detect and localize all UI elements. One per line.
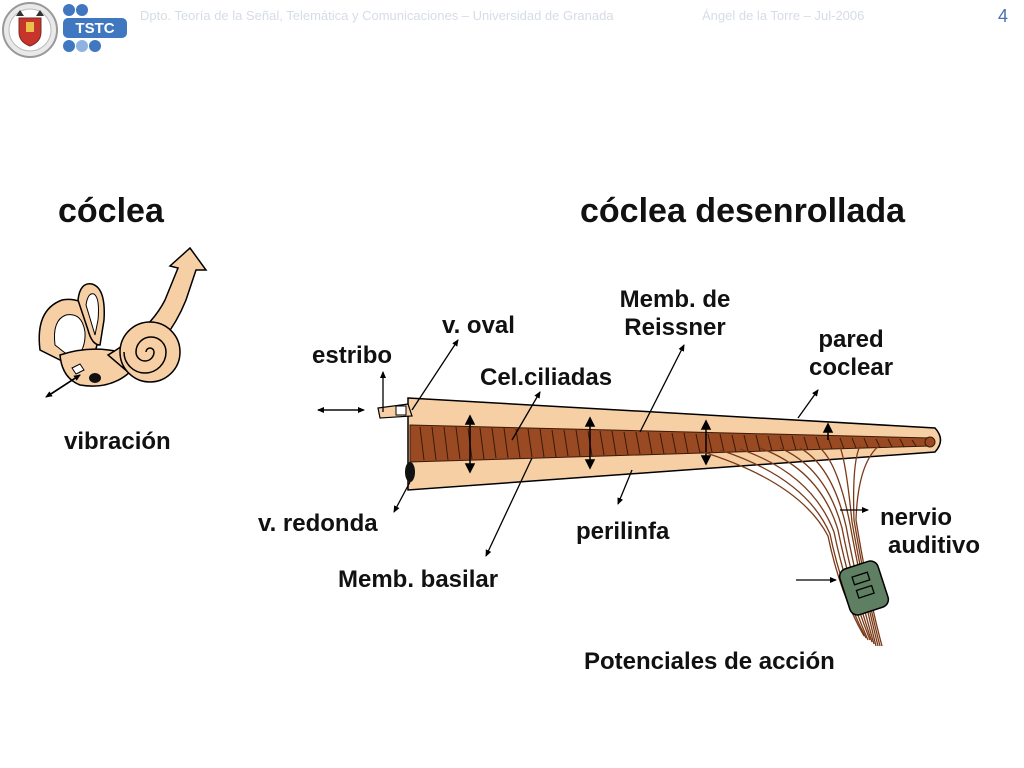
tstc-logo-text: TSTC: [75, 20, 114, 37]
inner-ear-drawing: [38, 246, 208, 398]
cochlea-snail: [119, 321, 181, 383]
label-memb-reissner-line1: Memb. de: [619, 286, 731, 313]
tstc-logo: TSTC: [60, 2, 130, 54]
label-nervio-line2: auditivo: [888, 532, 981, 559]
label-estribo: estribo: [312, 342, 393, 369]
label-v-oval: v. oval: [442, 312, 515, 339]
auditory-nerve: [699, 444, 883, 647]
label-memb-reissner-line2: Reissner: [624, 314, 726, 341]
label-cel-ciliadas: Cel.ciliadas: [480, 364, 613, 391]
label-memb-basilar: Memb. basilar: [338, 566, 499, 593]
label-pared-line1: pared: [818, 326, 884, 353]
title-coclea-desenrollada: cóclea desenrollada: [580, 192, 906, 230]
department-header: Dpto. Teoría de la Señal, Telemática y C…: [140, 8, 614, 23]
label-pared-line2: coclear: [808, 354, 894, 381]
label-pared-coclear: pared coclear: [796, 326, 906, 382]
label-pointers: [317, 339, 869, 583]
uncoiled-cochlea: [377, 397, 942, 647]
label-nervio-line1: nervio: [880, 504, 953, 531]
page-number: 4: [997, 6, 1008, 26]
round-window: [405, 462, 415, 482]
label-vibracion: vibración: [64, 428, 171, 455]
label-v-redonda: v. redonda: [258, 510, 378, 537]
author-header: Ángel de la Torre – Jul-2006: [702, 8, 865, 23]
label-perilinfa: perilinfa: [576, 518, 670, 545]
label-potenciales-de-accion: Potenciales de acción: [584, 648, 835, 675]
label-memb-reissner: Memb. de Reissner: [600, 286, 750, 342]
displacement-arrows: [464, 414, 834, 474]
university-seal-logo: [2, 2, 58, 58]
recording-electrode: [838, 560, 890, 616]
label-nervio-auditivo: nervio auditivo: [880, 504, 1010, 560]
title-coclea: cóclea: [58, 192, 164, 230]
